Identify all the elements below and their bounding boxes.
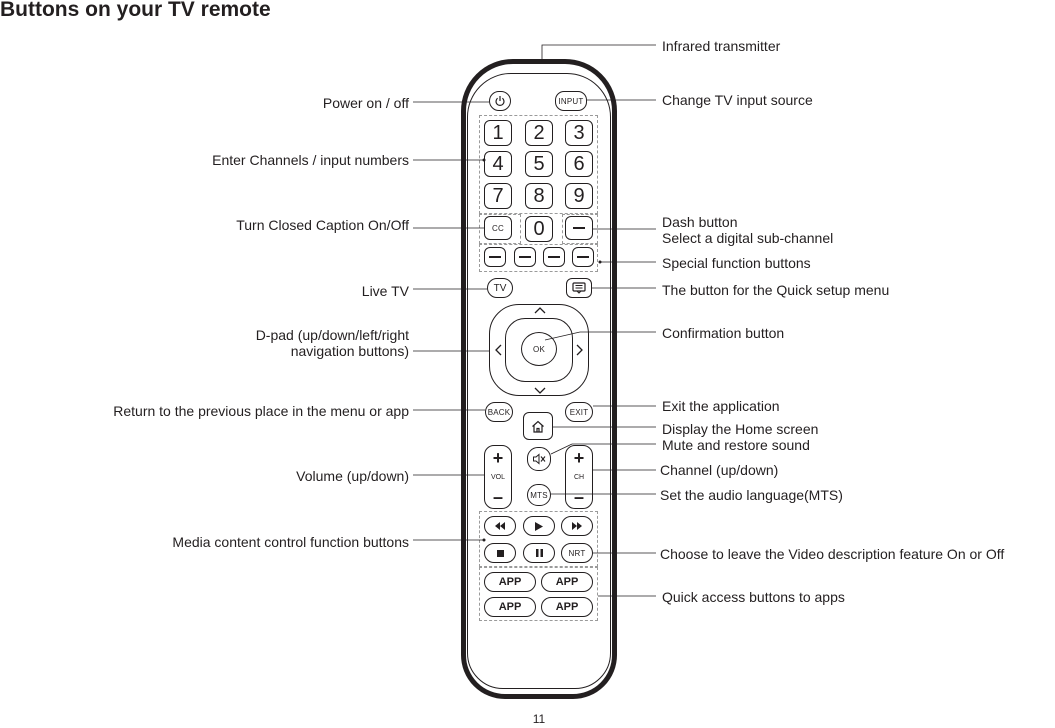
- digit-9-button[interactable]: 9: [565, 183, 593, 209]
- label-apps: Quick access buttons to apps: [662, 589, 845, 605]
- special-function-button-3[interactable]: [543, 247, 565, 267]
- app-button-2[interactable]: APP: [541, 572, 593, 592]
- mute-button[interactable]: [527, 447, 551, 471]
- app-buttons-area: [479, 567, 598, 621]
- label-nrt: Choose to leave the Video description fe…: [660, 546, 1005, 562]
- back-button[interactable]: BACK: [485, 402, 513, 422]
- digit-2-button[interactable]: 2: [525, 120, 553, 146]
- chevron-right-icon: [576, 344, 583, 356]
- label-power: Power on / off: [322, 95, 409, 111]
- power-button[interactable]: [489, 91, 511, 111]
- stop-icon: [496, 549, 504, 557]
- page-number: 11: [532, 712, 546, 726]
- special-function-button-2[interactable]: [514, 247, 536, 267]
- play-button[interactable]: [523, 516, 555, 536]
- label-media: Media content control function buttons: [172, 534, 409, 550]
- chevron-down-icon: [534, 387, 546, 394]
- menu-icon: [572, 282, 586, 294]
- rewind-icon: [495, 522, 505, 530]
- volume-rocker: + VOL –: [484, 445, 512, 509]
- page-title: Buttons on your TV remote: [0, 0, 271, 21]
- pause-icon: [535, 549, 543, 557]
- volume-label: VOL: [490, 474, 505, 481]
- number-keypad-area: [479, 115, 598, 214]
- label-home: Display the Home screen: [662, 421, 819, 437]
- cc-area: [479, 214, 521, 244]
- volume-up-button[interactable]: +: [492, 448, 504, 468]
- digit-4-button[interactable]: 4: [484, 151, 512, 177]
- stop-button[interactable]: [484, 543, 516, 563]
- label-confirm: Confirmation button: [662, 325, 785, 341]
- media-control-area: [479, 511, 598, 567]
- dpad: [489, 304, 589, 396]
- label-live-tv: Live TV: [361, 283, 409, 299]
- label-dash: Dash button Select a digital sub-channel: [662, 214, 834, 246]
- volume-down-button[interactable]: –: [492, 487, 503, 507]
- dash-icon: [519, 255, 531, 259]
- digit-7-button[interactable]: 7: [484, 183, 512, 209]
- dash-icon: [573, 226, 585, 230]
- label-quick-menu: The button for the Quick setup menu: [662, 282, 890, 298]
- channel-label: CH: [573, 474, 585, 481]
- special-function-area: [479, 244, 598, 272]
- nrt-button[interactable]: NRT: [561, 543, 593, 563]
- mute-icon: [533, 453, 546, 465]
- label-cc: Turn Closed Caption On/Off: [236, 217, 409, 233]
- app-button-4[interactable]: APP: [541, 597, 593, 617]
- digit-8-button[interactable]: 8: [525, 183, 553, 209]
- digit-5-button[interactable]: 5: [525, 151, 553, 177]
- channel-down-button[interactable]: –: [573, 487, 584, 507]
- label-mts: Set the audio language(MTS): [660, 487, 843, 503]
- ok-button[interactable]: OK: [521, 332, 557, 366]
- label-dpad: D-pad (up/down/left/right navigation but…: [255, 327, 409, 359]
- digit-3-button[interactable]: 3: [565, 120, 593, 146]
- exit-button[interactable]: EXIT: [565, 402, 593, 422]
- dpad-inner-ring: [505, 318, 573, 382]
- dash-icon: [548, 255, 560, 259]
- chevron-up-icon: [534, 307, 546, 314]
- label-exit: Exit the application: [662, 398, 780, 414]
- fast-forward-icon: [572, 522, 582, 530]
- digit-6-button[interactable]: 6: [565, 151, 593, 177]
- label-special: Special function buttons: [662, 255, 811, 271]
- pause-button[interactable]: [523, 543, 555, 563]
- remote-body-inner: [467, 73, 611, 689]
- quick-menu-button[interactable]: [566, 278, 592, 298]
- rewind-button[interactable]: [484, 516, 516, 536]
- mts-button[interactable]: MTS: [527, 484, 551, 506]
- dpad-up-button[interactable]: [534, 304, 546, 316]
- chevron-left-icon: [495, 344, 502, 356]
- power-icon: [495, 96, 505, 106]
- dash-button[interactable]: [565, 216, 593, 240]
- special-function-button-1[interactable]: [484, 247, 506, 267]
- label-mute: Mute and restore sound: [662, 437, 810, 453]
- label-ir: Infrared transmitter: [662, 38, 781, 54]
- app-button-3[interactable]: APP: [484, 597, 536, 617]
- dpad-left-button[interactable]: [494, 344, 502, 358]
- special-function-button-4[interactable]: [572, 247, 594, 267]
- channel-up-button[interactable]: +: [573, 448, 585, 468]
- label-volume: Volume (up/down): [296, 468, 409, 484]
- home-button[interactable]: [523, 412, 553, 440]
- play-icon: [535, 521, 543, 531]
- dpad-down-button[interactable]: [534, 385, 546, 397]
- home-icon: [532, 420, 544, 433]
- cc-button[interactable]: CC: [484, 216, 512, 240]
- fast-forward-button[interactable]: [561, 516, 593, 536]
- dash-icon: [489, 255, 501, 259]
- digit-0-button[interactable]: 0: [525, 216, 553, 242]
- label-channel: Channel (up/down): [660, 462, 779, 478]
- channel-rocker: + CH –: [565, 445, 593, 509]
- label-back: Return to the previous place in the menu…: [113, 403, 409, 419]
- label-numbers: Enter Channels / input numbers: [212, 152, 409, 168]
- live-tv-button[interactable]: TV: [487, 278, 513, 298]
- dpad-right-button[interactable]: [576, 344, 584, 358]
- digit-1-button[interactable]: 1: [484, 120, 512, 146]
- app-button-1[interactable]: APP: [484, 572, 536, 592]
- input-button[interactable]: INPUT: [555, 91, 587, 111]
- dash-icon: [577, 255, 589, 259]
- label-input: Change TV input source: [662, 92, 813, 108]
